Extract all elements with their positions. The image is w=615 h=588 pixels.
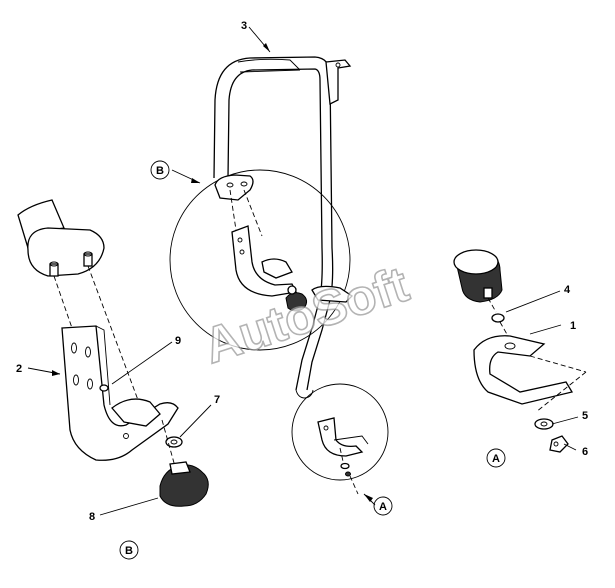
detail-a-right: A xyxy=(492,453,500,465)
callout-3: 3 xyxy=(241,20,247,32)
detail-markers: B B A A xyxy=(119,160,506,560)
callout-labels: 3 4 1 2 9 7 8 5 6 xyxy=(16,20,588,523)
callout-8: 8 xyxy=(89,511,95,523)
callout-2: 2 xyxy=(16,363,22,375)
detail-circle-a xyxy=(291,383,389,495)
right-bracket-assembly xyxy=(453,249,587,453)
detail-b-top: B xyxy=(156,165,164,177)
callout-1: 1 xyxy=(570,320,576,332)
leader-lines xyxy=(27,26,579,516)
callout-5: 5 xyxy=(582,410,588,422)
detail-a-arrow: A xyxy=(379,501,387,513)
callout-6: 6 xyxy=(582,446,588,458)
left-bracket-assembly xyxy=(17,199,209,507)
detail-b-bottom: B xyxy=(125,545,133,557)
callout-4: 4 xyxy=(564,284,571,296)
detail-circle-b xyxy=(169,169,354,351)
callout-9: 9 xyxy=(175,335,181,347)
watermark-text: AutoSoft xyxy=(197,256,415,375)
callout-7: 7 xyxy=(214,394,220,406)
